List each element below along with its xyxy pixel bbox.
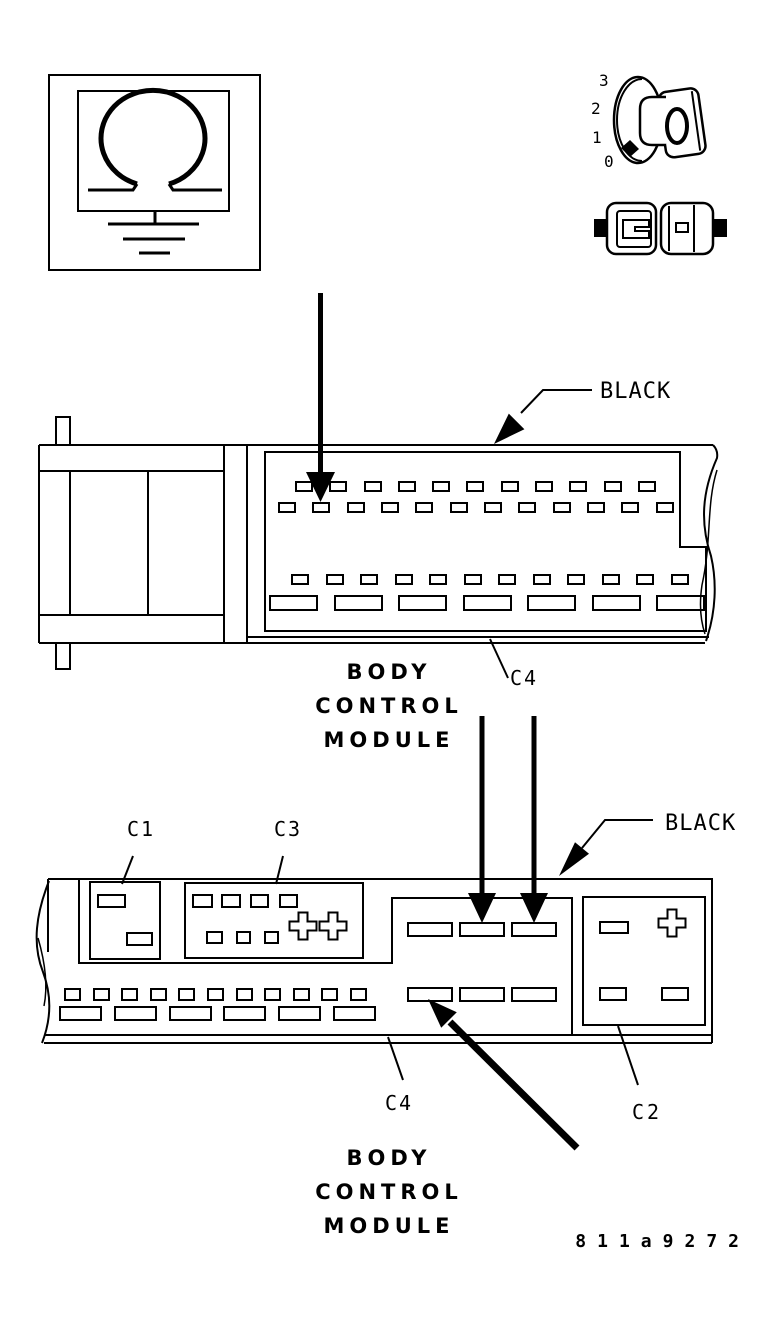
c2-label: C2 (632, 1100, 663, 1124)
dial-position-0: 0 (604, 152, 614, 171)
lower-connector-shell (35, 878, 713, 1044)
c3-label: C3 (274, 817, 303, 841)
dial-pointer-marker (621, 140, 639, 157)
bcm-upper-line3: MODULE (323, 728, 455, 752)
probe-point-arrow-upper (306, 293, 335, 502)
bcm-lower-line1: BODY (346, 1146, 432, 1170)
c3-connector-box (184, 882, 364, 959)
body-control-module-label-lower: BODY CONTROL MODULE (299, 1141, 479, 1243)
rotary-dial-icon (612, 75, 707, 165)
ohm-symbol (88, 87, 222, 192)
c4-upper-leader-line (489, 638, 509, 679)
body-control-module-label-upper: BODY CONTROL MODULE (299, 655, 479, 757)
upper-pin-row-2 (278, 502, 674, 513)
bcm-upper-line1: BODY (346, 660, 432, 684)
c2-connector-box (582, 896, 706, 1026)
c4-label-upper: C4 (510, 666, 539, 690)
pin-pointer-arrow-diagonal (428, 999, 580, 1151)
dial-position-2: 2 (591, 99, 601, 118)
c4-lower-pin-rows (59, 988, 376, 1021)
upper-bcm-connector (38, 293, 719, 679)
connector-pair-icon (594, 201, 727, 256)
black-upper-callout-arrow (494, 389, 592, 444)
c4-label-lower: C4 (385, 1091, 414, 1115)
black-label-lower: BLACK (665, 811, 737, 836)
black-label-upper: BLACK (600, 379, 672, 404)
bcm-lower-line2: CONTROL (315, 1180, 463, 1204)
upper-pin-row-4 (269, 595, 705, 611)
ohmmeter-icon (48, 74, 261, 271)
c1-label: C1 (127, 817, 156, 841)
bcm-upper-line2: CONTROL (315, 694, 463, 718)
c1-leader-line (121, 855, 134, 885)
bcm-lower-line3: MODULE (323, 1214, 455, 1238)
figure-id-code: 811a9272 (575, 1231, 750, 1252)
c4-lower-center-pins (407, 922, 557, 1002)
black-lower-callout-arrow (559, 819, 653, 876)
upper-pin-row-1 (295, 481, 656, 492)
upper-connector-shell (38, 416, 719, 670)
c2-leader-line (617, 1025, 639, 1086)
dial-position-3: 3 (599, 71, 609, 90)
lower-bcm-connector (35, 716, 713, 1151)
c1-connector-box (89, 881, 161, 960)
dial-position-1: 1 (592, 128, 602, 147)
c4-lower-leader-line (387, 1036, 404, 1081)
upper-pin-row-3 (291, 574, 689, 585)
c3-leader-line (275, 855, 284, 885)
probe-point-arrows-lower (468, 716, 548, 923)
ground-symbol (108, 211, 199, 255)
